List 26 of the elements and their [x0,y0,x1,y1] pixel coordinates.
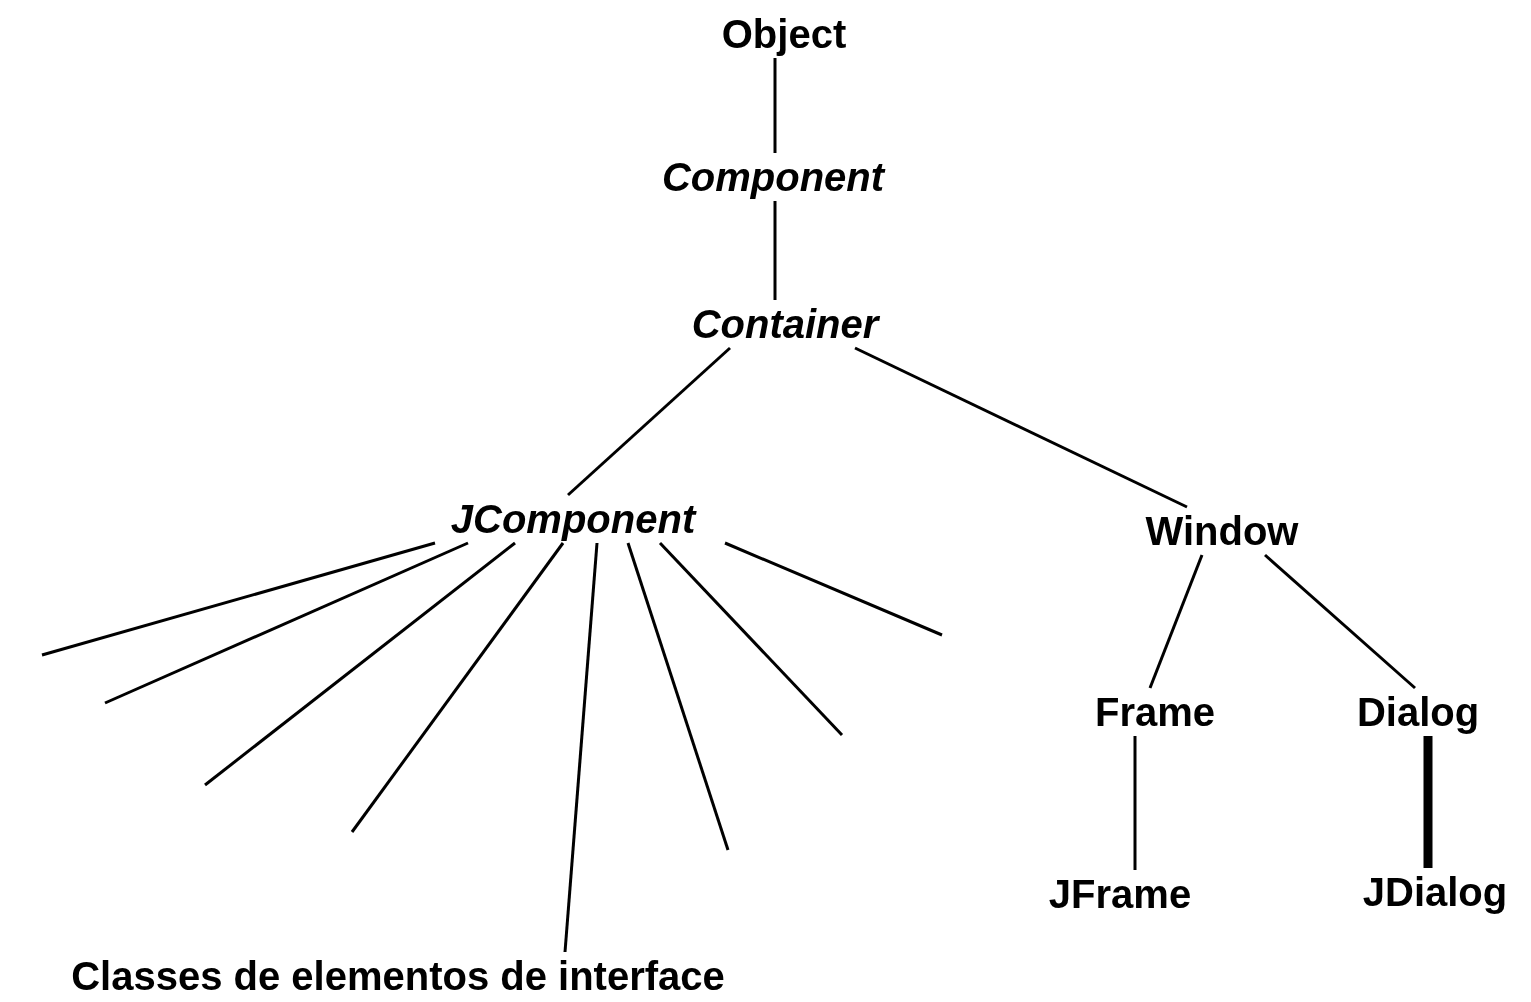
connector-line [567,346,731,497]
connector-line [204,541,516,787]
connector-line [1133,736,1137,870]
class-name: Object [721,10,847,58]
connector-line [1148,554,1204,689]
class-name: JFrame [1048,870,1192,918]
connector-line [773,58,777,153]
class-name: Dialog [1356,688,1480,736]
connector-line [563,542,599,953]
connector-line [104,541,469,705]
connector-line [658,541,844,737]
class-name: Window [1145,507,1299,555]
class-name: Frame [1094,688,1216,736]
class-name: JComponent [450,495,696,543]
connector-line [724,541,943,637]
connector-line [1264,553,1416,690]
connector-line [626,542,730,851]
connector-line [1423,736,1433,868]
connector-line [41,541,436,657]
class-name: Component [661,153,885,201]
connector-line [773,201,777,300]
connector-line [854,346,1188,509]
class-name: Container [691,300,879,348]
connector-line [350,542,565,833]
group-label: Classes de elementos de interface [71,952,725,1000]
class-name: JDialog [1362,868,1508,916]
